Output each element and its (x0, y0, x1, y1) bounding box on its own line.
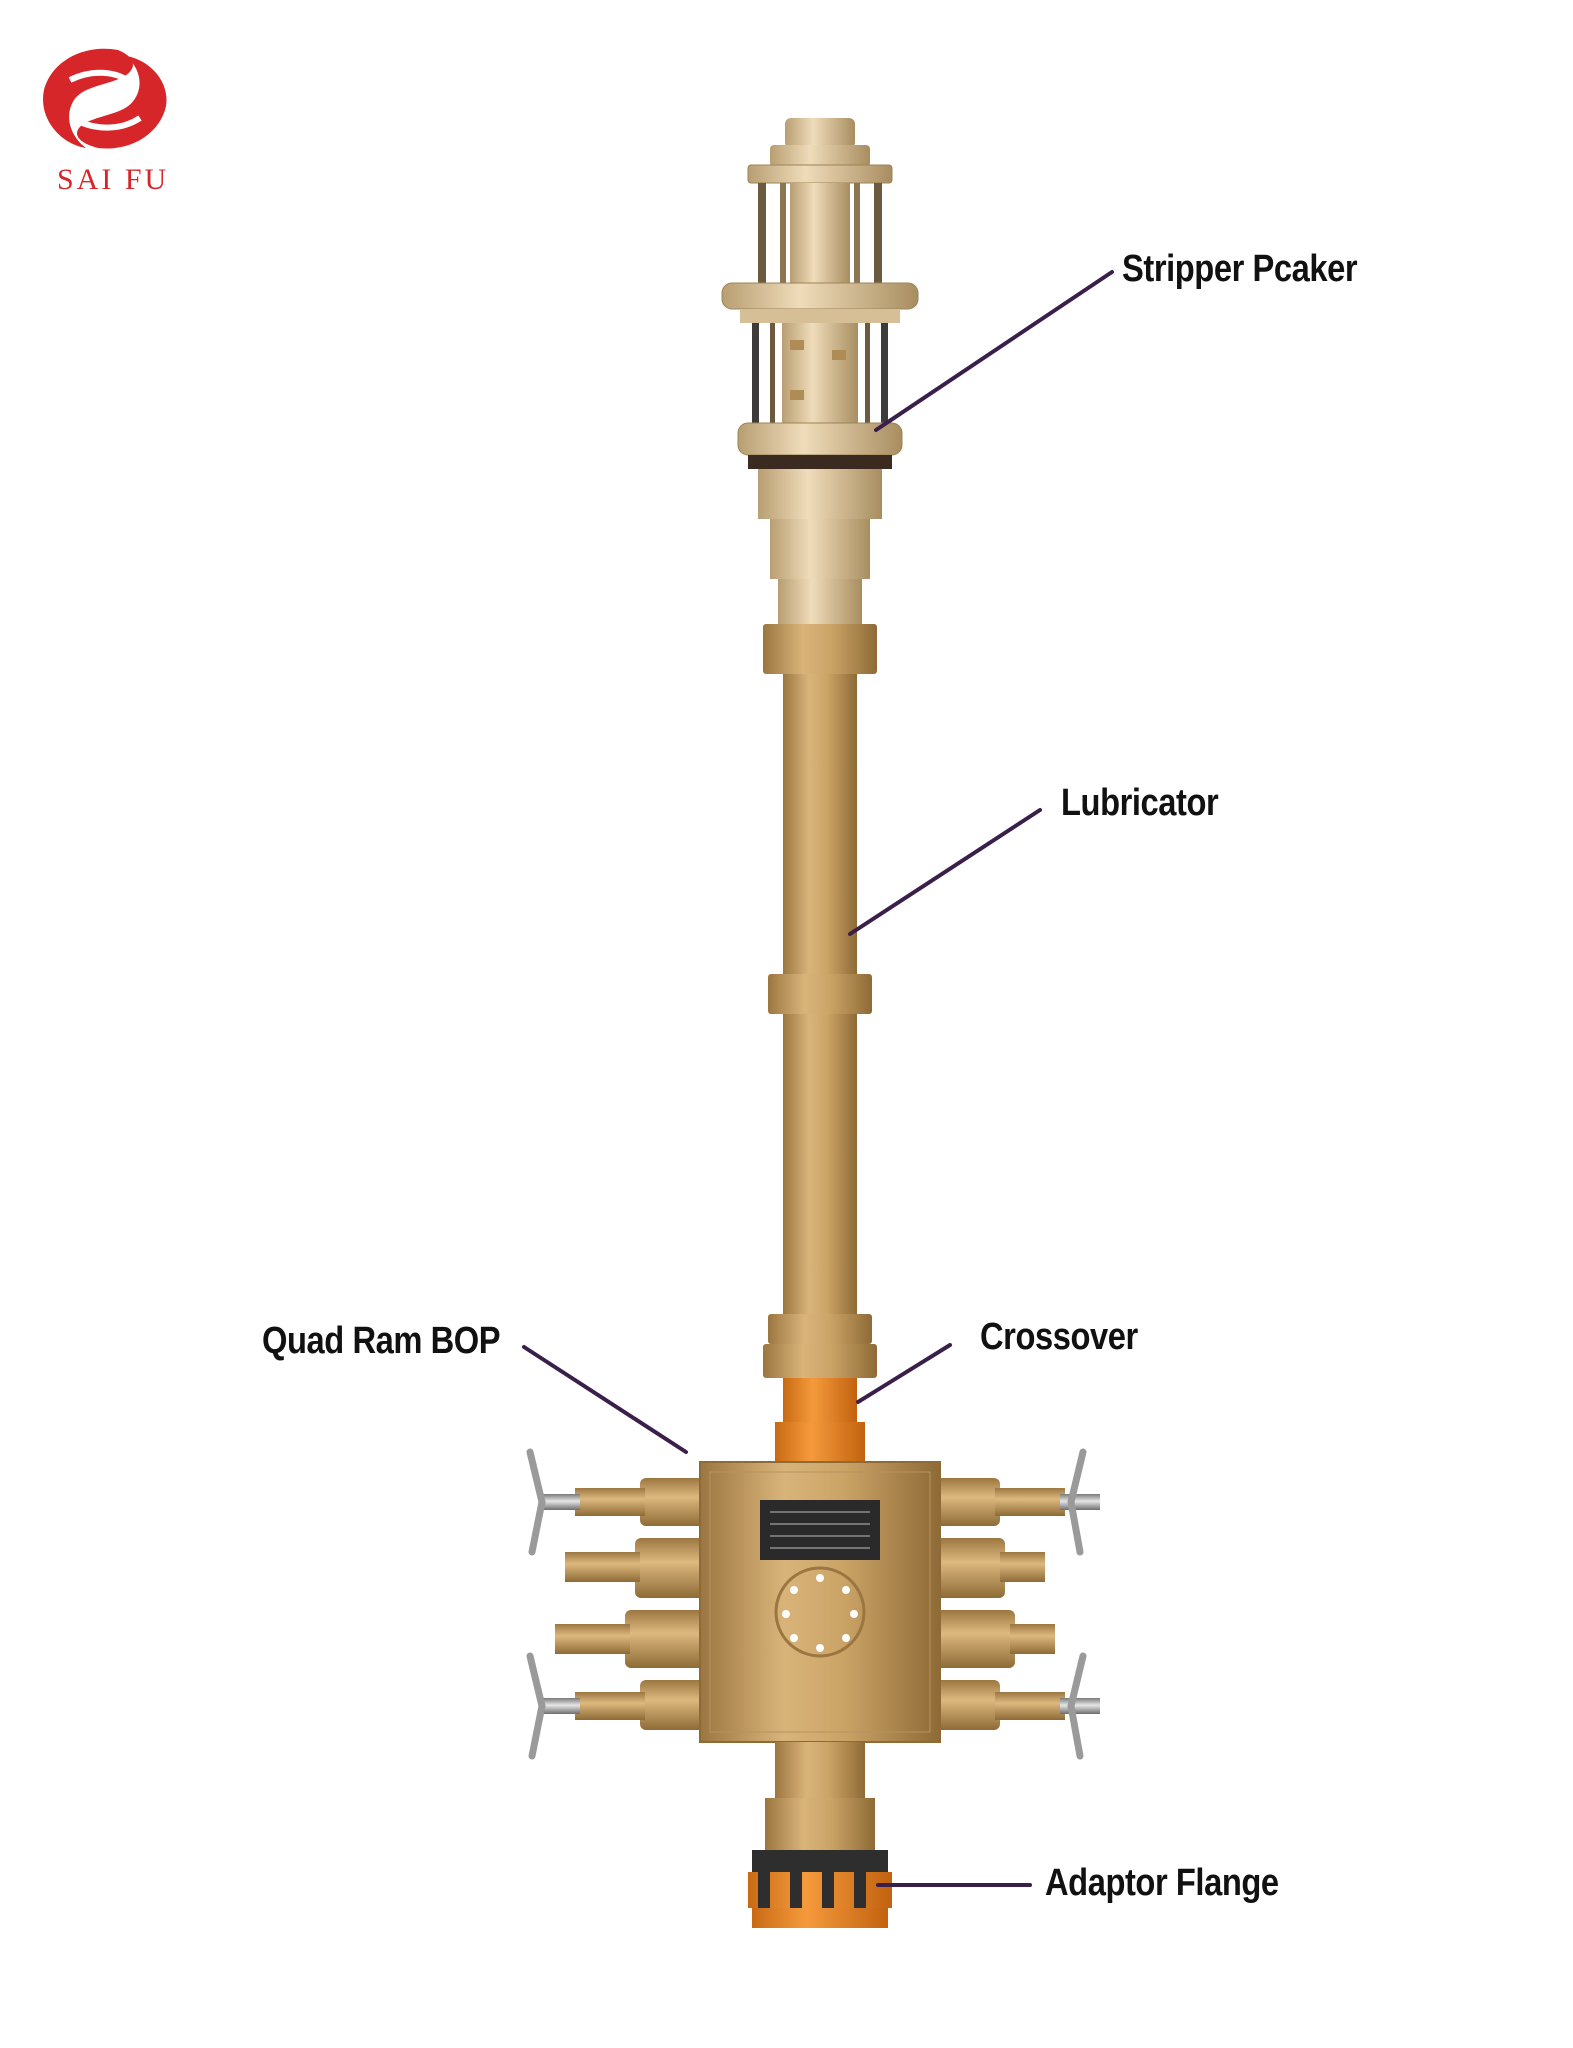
stripper-packer-assembly (721, 118, 919, 624)
lower-spool (765, 1742, 875, 1850)
brand-logo (30, 40, 180, 160)
leader-lubricator (848, 808, 1042, 936)
label-adaptor-flange: Adaptor Flange (1045, 1862, 1279, 1904)
saifu-logo-icon (43, 48, 167, 149)
quad-ram-bop-assembly (526, 1448, 1100, 1760)
label-lubricator: Lubricator (1061, 782, 1219, 824)
adaptor-flange-assembly (748, 1850, 892, 1928)
flange-bolt-circle (774, 1566, 866, 1658)
label-quad-ram-bop: Quad Ram BOP (262, 1320, 501, 1362)
leader-stripper-packer (874, 270, 1114, 432)
leader-crossover (856, 1343, 952, 1404)
label-crossover: Crossover (980, 1316, 1138, 1358)
lubricator-assembly (763, 624, 877, 1378)
brand-name: SAI FU (57, 163, 170, 196)
leader-quad-ram-bop (522, 1345, 688, 1454)
label-stripper-packer: Stripper Pcaker (1122, 248, 1358, 290)
leader-lines (522, 270, 1114, 1887)
nameplate (760, 1500, 880, 1560)
hand-wheel-icon (526, 1448, 1087, 1760)
